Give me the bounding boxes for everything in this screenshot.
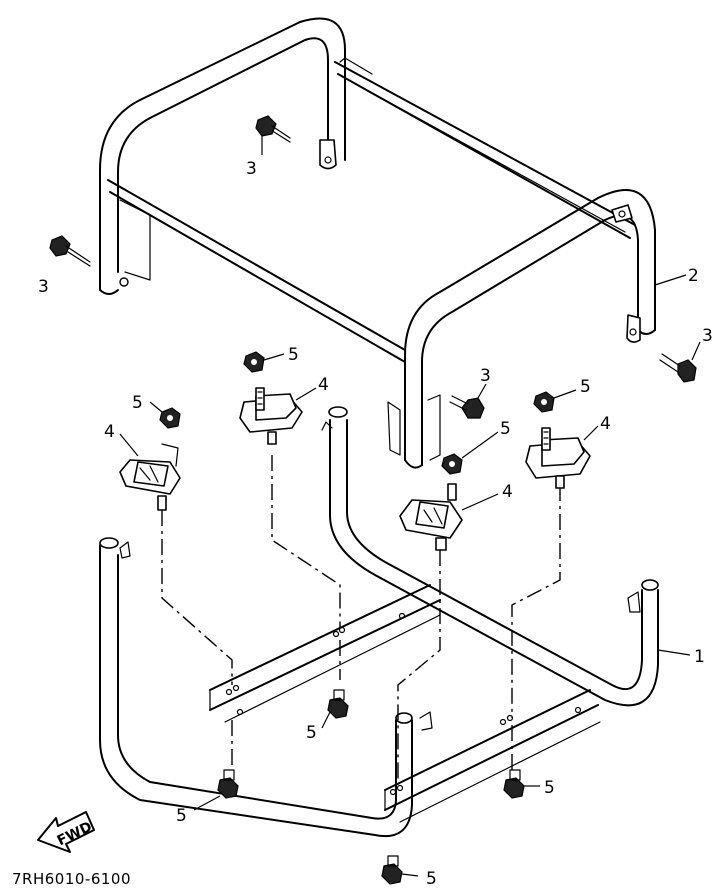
callout-5-lower-left: 5: [176, 806, 187, 826]
nut-5-d: [533, 391, 555, 413]
nut-5-a: [159, 407, 181, 429]
lower-frame-crossmember-front: [384, 689, 601, 823]
callout-4-center-left: 4: [318, 375, 329, 395]
mount-4-c: [399, 483, 463, 551]
fwd-arrow-icon: FWD: [37, 811, 95, 853]
mount-4-d: [525, 427, 591, 489]
callout-3-left: 3: [38, 277, 49, 297]
callout-3-center: 3: [480, 366, 491, 386]
nut-5-f: [217, 769, 239, 799]
bolt-3-c: [449, 395, 485, 419]
mount-4-a: [119, 443, 181, 511]
callout-4-right: 4: [600, 414, 611, 434]
nut-5-b: [243, 351, 265, 373]
callout-3-right: 3: [702, 326, 713, 346]
callout-5-center: 5: [500, 419, 511, 439]
callouts: 1 2 3 3 3 3 4 4 4 4 5 5 5 5 5 5 5 5: [38, 159, 713, 889]
bolt-3-d: [659, 353, 697, 383]
callout-1: 1: [694, 647, 705, 667]
lower-frame: [99, 406, 659, 838]
upper-frame-bracket-front: [626, 314, 641, 343]
assembly-lines: [161, 455, 561, 785]
callout-5-upper-right: 5: [580, 377, 591, 397]
callout-4-center-right: 4: [502, 482, 513, 502]
callout-2: 2: [688, 266, 699, 286]
mount-4-b: [239, 387, 303, 445]
bolt-3-a: [255, 115, 291, 155]
upper-frame-bracket-rear: [319, 139, 337, 170]
callout-3-top: 3: [246, 159, 257, 179]
nut-5-e: [327, 689, 349, 719]
callout-5-bottom: 5: [426, 869, 437, 889]
bolt-3-b: [49, 235, 91, 267]
nut-5-h: [381, 855, 403, 885]
callout-5-upper-left: 5: [132, 393, 143, 413]
upper-frame-bracket-left: [119, 277, 129, 287]
nut-5-g: [503, 769, 525, 799]
callout-5-lower-right: 5: [544, 778, 555, 798]
lower-frame-crossmember-rear: [209, 584, 441, 723]
leader-lines: [119, 274, 701, 877]
callout-5-upper-center: 5: [288, 345, 299, 365]
nut-5-c: [441, 453, 463, 475]
upper-frame-bracket-right: [611, 204, 633, 223]
callout-5-lower-center: 5: [306, 723, 317, 743]
upper-frame: [99, 17, 656, 469]
figure-code: 7RH6010-6100: [12, 870, 131, 888]
callout-4-left: 4: [104, 422, 115, 442]
